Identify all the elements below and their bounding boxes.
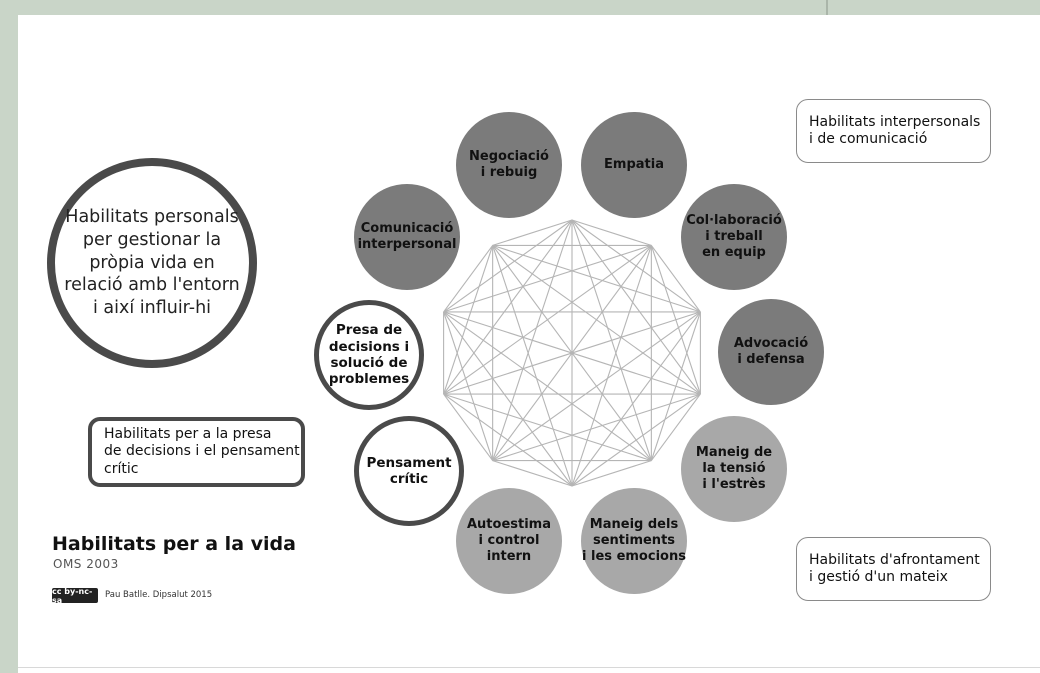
legend-coping: Habilitats d'afrontament i gestió d'un m… bbox=[796, 537, 991, 601]
web-line bbox=[492, 244, 701, 395]
web-line bbox=[443, 244, 652, 313]
legend-interpersonal: Habilitats interpersonals i de comunicac… bbox=[796, 99, 991, 163]
web-line bbox=[443, 393, 494, 461]
node-autoestima: Autoestima i control intern bbox=[456, 488, 562, 594]
web-line bbox=[650, 245, 701, 313]
node-comunicacio: Comunicació interpersonal bbox=[354, 184, 460, 290]
node-maneig-tensio: Maneig de la tensió i l'estrès bbox=[681, 416, 787, 522]
node-presa-decisions: Presa de decisions i solució de probleme… bbox=[314, 300, 424, 410]
web-line bbox=[492, 393, 701, 462]
web-line bbox=[443, 311, 494, 461]
web-line bbox=[443, 311, 573, 487]
web-line bbox=[571, 219, 701, 395]
web-line bbox=[492, 245, 573, 487]
web-line bbox=[571, 311, 701, 487]
personal-skills-circle: Habilitats personals per gestionar la pr… bbox=[47, 158, 257, 368]
web-line bbox=[492, 460, 573, 487]
web-line bbox=[492, 219, 573, 246]
creative-commons-icon: cc by-nc-sa bbox=[52, 587, 98, 605]
node-collaboracio: Col·laboració i treball en equip bbox=[681, 184, 787, 290]
frame-left-border bbox=[0, 15, 18, 673]
page-subtitle: OMS 2003 bbox=[53, 557, 119, 571]
web-line bbox=[443, 219, 573, 395]
legend-decision: Habilitats per a la presa de decisions i… bbox=[88, 417, 305, 487]
credit-text: Pau Batlle. Dipsalut 2015 bbox=[105, 590, 213, 600]
web-line bbox=[650, 393, 701, 461]
web-line bbox=[571, 219, 652, 246]
page-title: Habilitats per a la vida bbox=[52, 533, 296, 555]
web-line bbox=[443, 393, 652, 462]
node-advocacio: Advocació i defensa bbox=[718, 299, 824, 405]
web-line bbox=[492, 245, 652, 461]
web-line bbox=[443, 311, 652, 462]
frame-notch bbox=[826, 0, 828, 22]
web-line bbox=[443, 393, 573, 487]
web-line bbox=[492, 244, 701, 313]
web-line bbox=[443, 245, 494, 395]
web-line bbox=[443, 245, 494, 313]
node-empatia: Empatia bbox=[581, 112, 687, 218]
frame-top-border bbox=[0, 0, 1040, 15]
web-line bbox=[571, 460, 652, 487]
node-negociacio: Negociació i rebuig bbox=[456, 112, 562, 218]
node-maneig-sentiments: Maneig dels sentiments i les emocions bbox=[581, 488, 687, 594]
node-pensament-critic: Pensament crític bbox=[354, 416, 464, 526]
